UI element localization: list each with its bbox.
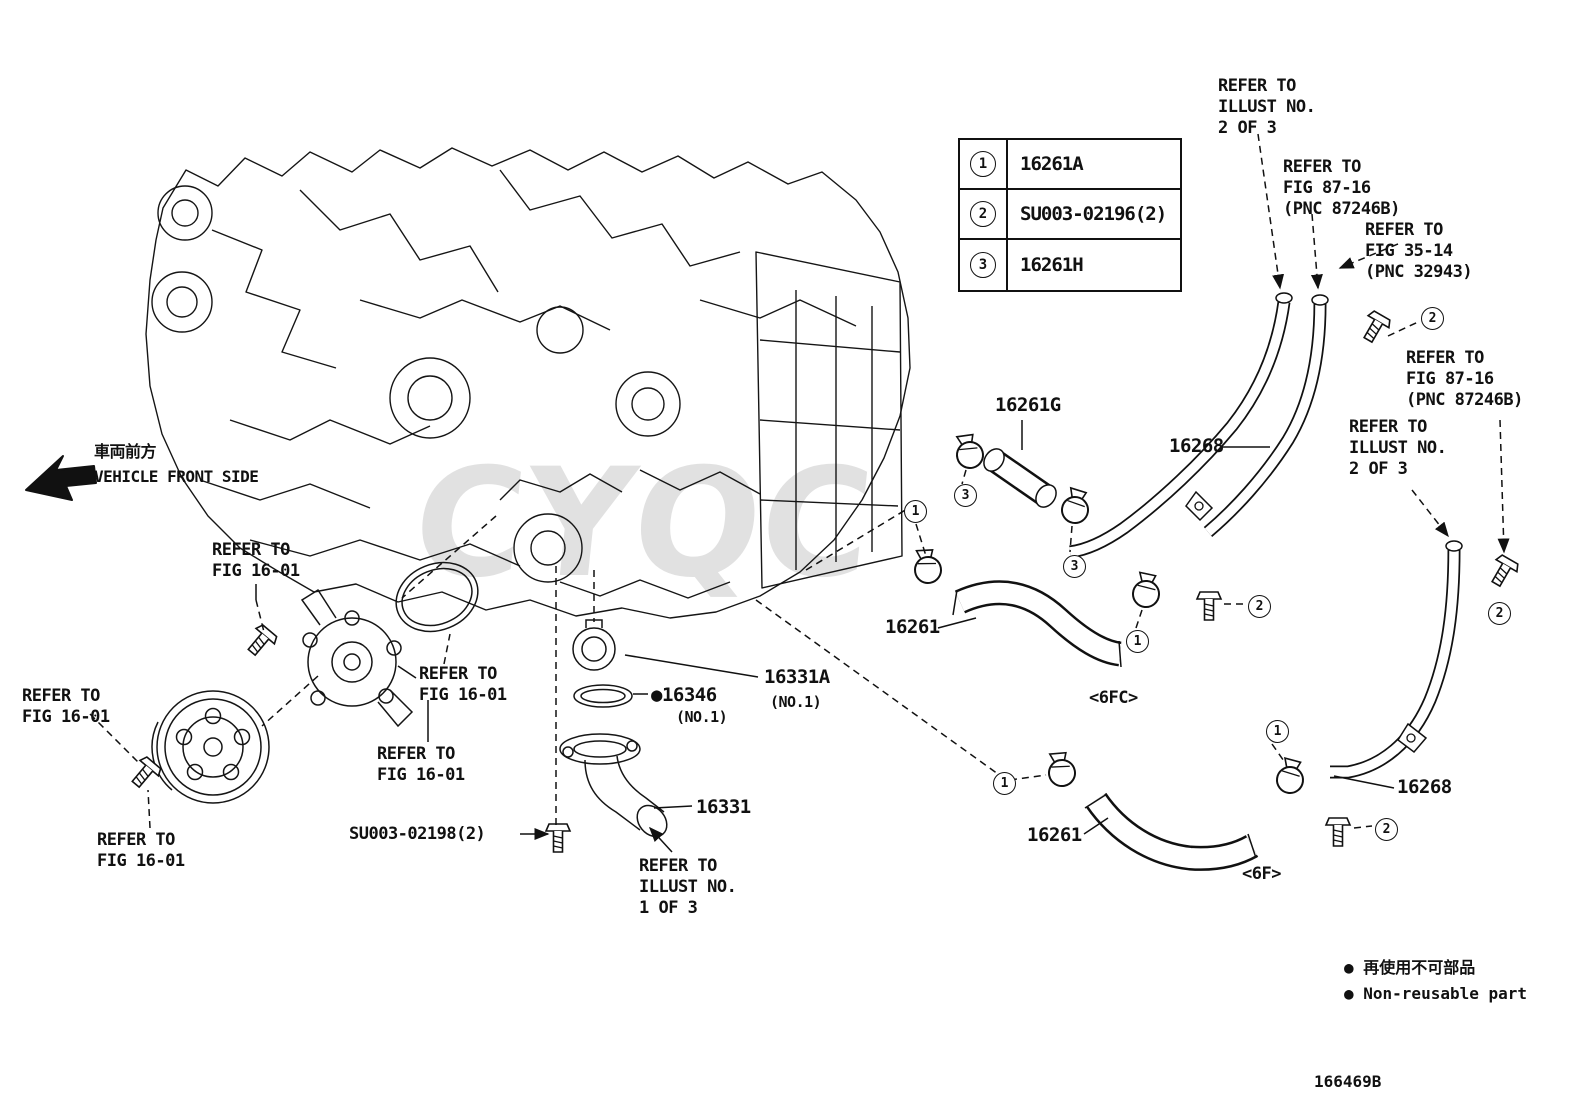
leader-lines (255, 420, 1395, 853)
callout-3-marker: 3 (954, 484, 977, 507)
tube-16261g (983, 448, 1057, 508)
hose-16261-top (952, 580, 1123, 668)
note-fig-16-01-pump-bottom: REFER TO FIG 16-01 (377, 744, 465, 785)
front-direction-arrow-icon (25, 455, 97, 501)
part-label-su003-02198: SU003-02198(2) (349, 824, 486, 844)
callout-2-marker: 2 (1375, 818, 1398, 841)
note-fig-16-01-bolt: REFER TO FIG 16-01 (97, 830, 185, 871)
vehicle-front-label-en: VEHICLE FRONT SIDE (94, 467, 259, 486)
part-label-16268-top: 16268 (1169, 435, 1224, 457)
callout-1-marker: 1 (1126, 630, 1149, 653)
water-inlet-housing (559, 733, 668, 838)
callout-2-marker: 2 (1488, 602, 1511, 625)
part-label-16346: ●16346 (651, 684, 717, 706)
part-label-16261-bottom: 16261 (1027, 824, 1082, 846)
part-label-16331: 16331 (696, 796, 751, 818)
callout-3-icon: 3 (970, 252, 996, 278)
hose-16261-bottom (1084, 792, 1259, 871)
engine-assembly (145, 147, 911, 619)
note-illust-2of3-top: REFER TO ILLUST NO. 2 OF 3 (1218, 76, 1316, 138)
water-pump-gasket (395, 561, 479, 633)
engine-code-6f: <6F> (1242, 864, 1281, 884)
callout-1-marker: 1 (1266, 720, 1289, 743)
callout-1-marker: 1 (993, 772, 1016, 795)
callout-1-icon: 1 (970, 151, 996, 177)
legend-row: 3 16261H (960, 240, 1180, 290)
water-pump (300, 588, 414, 728)
callout-1-marker: 1 (904, 500, 927, 523)
legend-table: 1 16261A 2 SU003-02196(2) 3 16261H (958, 138, 1182, 292)
part-label-16261-top: 16261 (885, 616, 940, 638)
note-illust-1of3: REFER TO ILLUST NO. 1 OF 3 (639, 856, 737, 918)
callout-3-marker: 3 (1063, 555, 1086, 578)
dashed-leaders (89, 133, 1510, 829)
legend-part-number: SU003-02196(2) (1020, 203, 1167, 225)
pipe-16268-right (1330, 540, 1463, 779)
callout-2-marker: 2 (1248, 595, 1271, 618)
legend-row: 1 16261A (960, 140, 1180, 190)
part-label-16268-right: 16268 (1397, 776, 1452, 798)
callout-2-marker: 2 (1421, 307, 1444, 330)
engine-code-6fc: <6FC> (1089, 688, 1138, 708)
water-pump-pulley (151, 690, 270, 804)
note-fig-35-14: REFER TO FIG 35-14 (PNC 32943) (1365, 220, 1473, 282)
part-label-16331a-sub: (NO.1) (770, 693, 822, 711)
legend-row: 2 SU003-02196(2) (960, 190, 1180, 240)
legend-part-number: 16261A (1020, 153, 1084, 175)
note-fig-16-01-left: REFER TO FIG 16-01 (22, 686, 110, 727)
note-fig-16-01-pump-right: REFER TO FIG 16-01 (419, 664, 507, 705)
thermostat (572, 619, 633, 708)
legend-part-number: 16261H (1020, 254, 1084, 276)
part-label-16346-sub: (NO.1) (676, 708, 728, 726)
note-fig-16-01-pulley-top: REFER TO FIG 16-01 (212, 540, 300, 581)
vehicle-front-label-jp: 車両前方 (94, 442, 157, 461)
part-label-16261g: 16261G (995, 394, 1061, 416)
pipe-16268-top (1068, 292, 1329, 559)
footnote-non-reusable-jp: ● 再使用不可部品 (1344, 958, 1476, 977)
callout-2-icon: 2 (970, 201, 996, 227)
part-label-16331a: 16331A (764, 666, 830, 688)
footnote-non-reusable-en: ● Non-reusable part (1344, 984, 1528, 1003)
note-illust-2of3-right: REFER TO ILLUST NO. 2 OF 3 (1349, 417, 1447, 479)
note-fig-87-16-top: REFER TO FIG 87-16 (PNC 87246B) (1283, 157, 1400, 219)
note-fig-87-16-right: REFER TO FIG 87-16 (PNC 87246B) (1406, 348, 1523, 410)
document-id: 166469B (1314, 1072, 1382, 1091)
